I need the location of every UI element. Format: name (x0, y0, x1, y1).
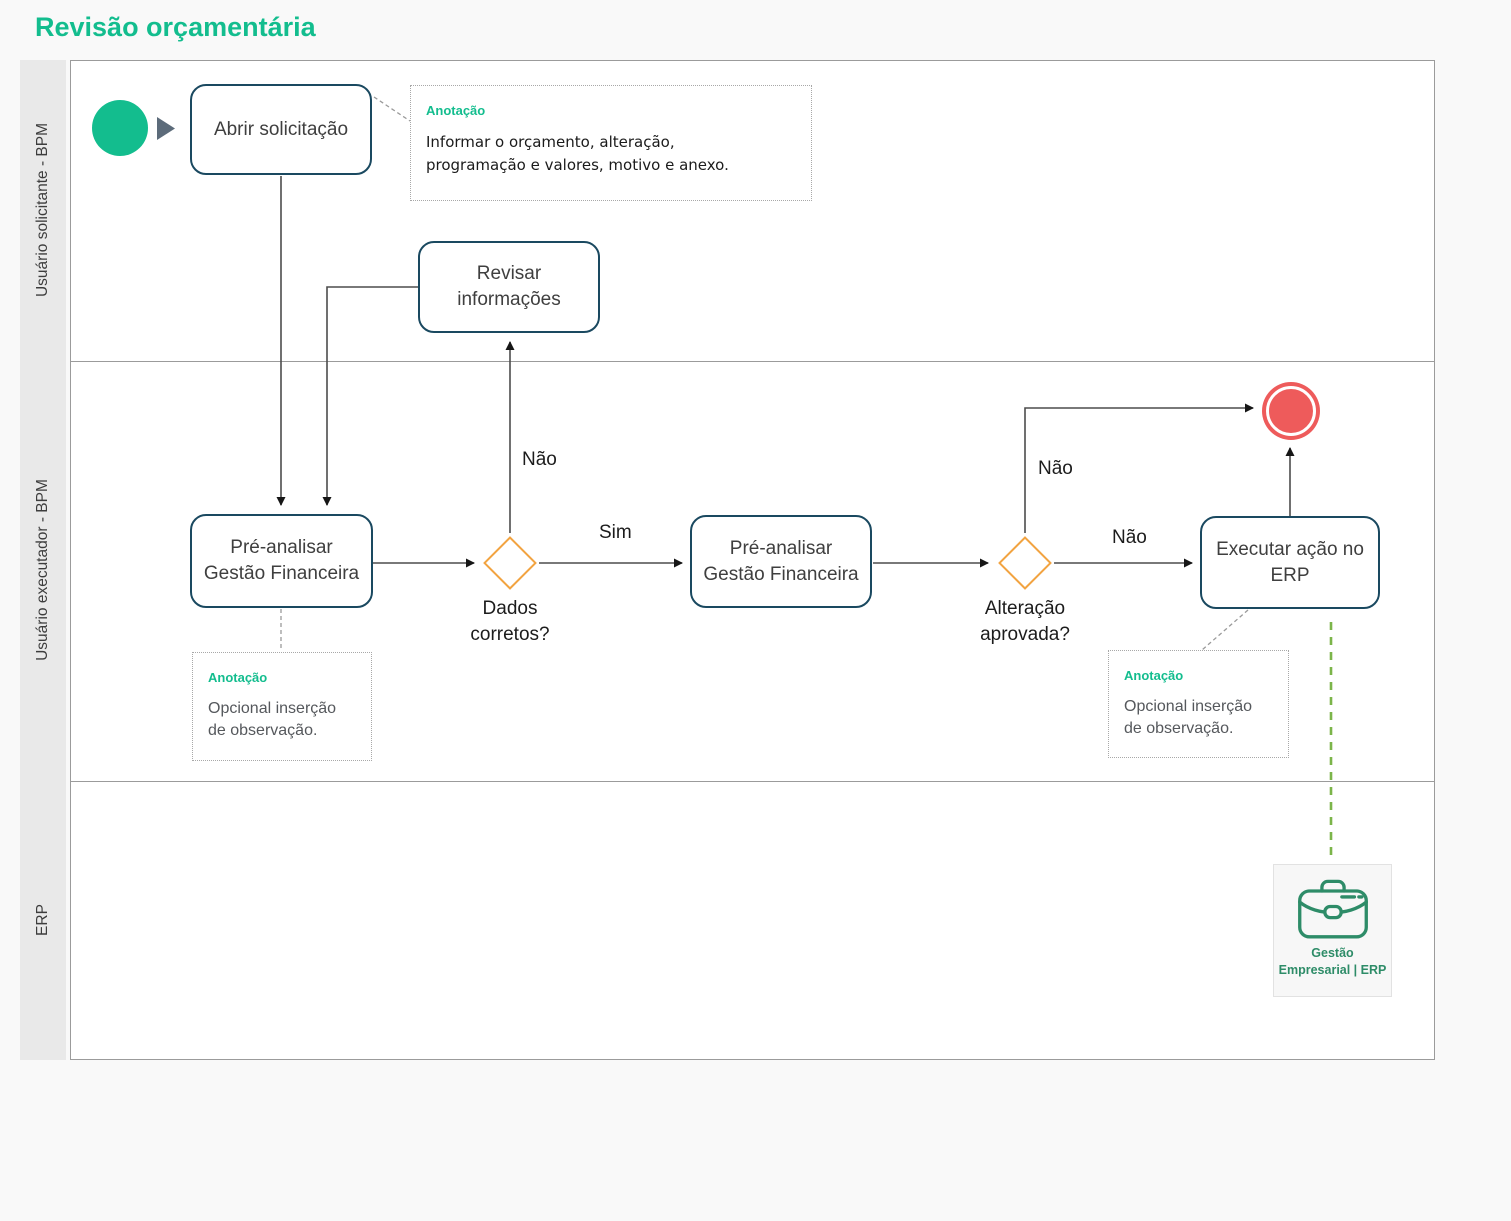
lane-usuario-executador: Usuário executador - BPM (20, 360, 66, 780)
task-pre-analisar-2[interactable]: Pré-analisar Gestão Financeira (690, 515, 872, 608)
gateway-label-alteracao-aprovada: Alteração aprovada? (980, 598, 1070, 645)
lane-erp: ERP (20, 780, 66, 1060)
task-abrir-solicitacao[interactable]: Abrir solicitação (190, 84, 372, 175)
erp-card-label: Gestão Empresarial | ERP (1278, 946, 1387, 977)
edge-label-nao-3: Não (1112, 527, 1147, 548)
annotation-heading: Anotação (1124, 668, 1184, 683)
start-event-circle[interactable] (92, 100, 148, 156)
annotation-text: Opcional inserção de observação. (1124, 698, 1253, 738)
lane-labels-column: Usuário solicitante - BPM Usuário execut… (20, 60, 66, 1060)
task-label: Revisar informações (457, 263, 561, 310)
edge-label-nao-1: Não (522, 449, 557, 470)
annotation-heading: Anotação (208, 670, 268, 685)
lane-divider (71, 781, 1434, 782)
end-event-circle[interactable] (1262, 382, 1320, 440)
annotation-executar[interactable]: Anotação Opcional inserção de observação… (1108, 650, 1289, 758)
annotation-text: Informar o orçamento, alteração, program… (426, 133, 729, 174)
lane-usuario-solicitante: Usuário solicitante - BPM (20, 60, 66, 360)
annotation-heading: Anotação (426, 103, 486, 118)
task-revisar-informacoes[interactable]: Revisar informações (418, 241, 600, 333)
erp-system-card[interactable]: Gestão Empresarial | ERP (1273, 864, 1392, 997)
lane-label: Usuário executador - BPM (34, 479, 51, 661)
task-label: Executar ação no ERP (1216, 538, 1364, 586)
task-pre-analisar-1[interactable]: Pré-analisar Gestão Financeira (190, 514, 373, 608)
task-label: Pré-analisar Gestão Financeira (203, 537, 360, 584)
gateway-label-dados-corretos: Dados corretos? (470, 598, 550, 645)
lane-label: ERP (34, 904, 51, 936)
edge-label-sim: Sim (599, 522, 632, 543)
annotation-pre1[interactable]: Anotação Opcional inserção de observação… (192, 652, 372, 761)
briefcase-icon (1297, 879, 1368, 939)
lane-label: Usuário solicitante - BPM (34, 122, 52, 298)
page-title: Revisão orçamentária (35, 12, 316, 42)
task-label: Abrir solicitação (213, 118, 349, 140)
annotation-text: Opcional inserção de observação. (208, 700, 337, 740)
task-label: Pré-analisar Gestão Financeira (703, 537, 859, 585)
lane-divider (71, 361, 1434, 362)
edge-label-nao-2: Não (1038, 458, 1073, 479)
task-executar-acao-erp[interactable]: Executar ação no ERP (1200, 516, 1380, 609)
annotation-abrir[interactable]: Anotação Informar o orçamento, alteração… (410, 85, 812, 201)
